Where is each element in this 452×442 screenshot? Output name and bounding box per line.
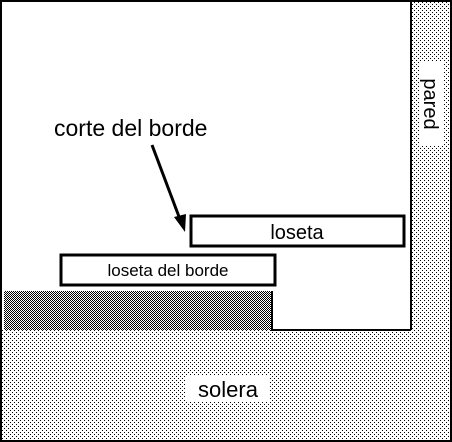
wall-label-bg (419, 62, 443, 146)
edge-tile (59, 253, 277, 287)
adhesive-layer (4, 291, 272, 330)
edge-cut-arrowhead (174, 214, 186, 232)
tile (189, 214, 406, 248)
floor-base-label-bg (186, 376, 270, 402)
floor-base-label: solera (198, 377, 259, 402)
edge-tile-label: loseta del borde (108, 261, 229, 280)
wall-label: pared (419, 78, 441, 129)
edge-cut-label: corte del borde (54, 115, 207, 141)
edge-cut-arrow (150, 144, 183, 223)
tile-label: loseta (270, 222, 324, 244)
